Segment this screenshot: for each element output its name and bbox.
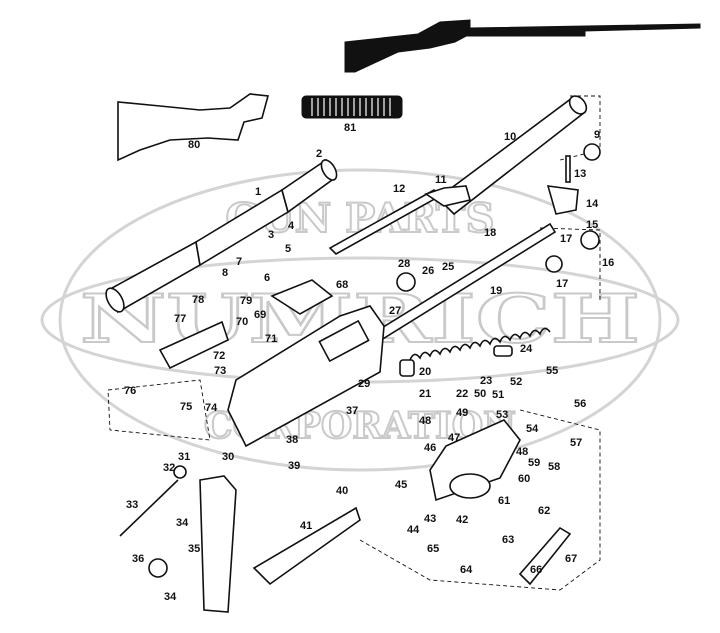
- part-label: 55: [546, 365, 558, 377]
- part-label: 36: [132, 553, 144, 565]
- part-label: 50: [474, 388, 486, 400]
- part-label: 48: [516, 446, 528, 458]
- part-label: 30: [222, 451, 234, 463]
- part-label: 79: [240, 295, 252, 307]
- part-label: 52: [510, 376, 522, 388]
- part-label: 67: [565, 553, 577, 565]
- part-label: 15: [586, 219, 598, 231]
- part-label: 63: [502, 534, 514, 546]
- part-label: 58: [548, 461, 560, 473]
- part-label: 10: [504, 131, 516, 143]
- part-label: 11: [435, 174, 447, 186]
- part-label: 17: [556, 278, 568, 290]
- part-label: 3: [268, 229, 274, 241]
- part-label: 74: [205, 402, 218, 414]
- small-parts: [119, 143, 601, 578]
- part-label: 19: [490, 285, 502, 297]
- part-label: 61: [498, 495, 510, 507]
- part-label: 26: [422, 265, 434, 277]
- trigger-group: [252, 419, 572, 586]
- part-label: 73: [214, 365, 226, 377]
- part-labels: 1 2 3 4 5 6 7 8 9 10 11 12 13 14 15 16 1…: [124, 122, 614, 603]
- part-label: 1: [255, 186, 261, 198]
- part-label: 20: [419, 366, 431, 378]
- part-label: 62: [538, 505, 550, 517]
- part-label: 56: [574, 398, 586, 410]
- part-label: 37: [346, 405, 358, 417]
- part-label: 12: [393, 183, 405, 195]
- receiver: [158, 279, 385, 448]
- part-label: 64: [460, 564, 473, 576]
- part-label: 6: [264, 272, 270, 284]
- part-label: 31: [178, 451, 190, 463]
- part-label: 47: [448, 432, 460, 444]
- part-label: 8: [222, 267, 228, 279]
- part-label: 5: [285, 243, 291, 255]
- part-label: 59: [528, 457, 540, 469]
- part-label: 7: [236, 256, 242, 268]
- part-label: 40: [336, 485, 348, 497]
- part-label: 49: [456, 407, 468, 419]
- part-label: 34: [164, 591, 177, 603]
- part-label: 17: [560, 233, 572, 245]
- part-label: 71: [265, 333, 277, 345]
- part-label: 41: [300, 520, 312, 532]
- forearm-part: [301, 95, 403, 119]
- part-label: 57: [570, 437, 582, 449]
- part-label: 38: [286, 434, 298, 446]
- part-label: 75: [180, 401, 192, 413]
- part-label: 70: [236, 316, 248, 328]
- part-label: 25: [442, 261, 454, 273]
- part-label: 81: [344, 122, 356, 134]
- buttplate: [199, 475, 237, 613]
- part-label: 39: [288, 460, 300, 472]
- part-label: 78: [192, 294, 204, 306]
- barrel-tube: [328, 95, 588, 255]
- part-label: 65: [427, 543, 439, 555]
- part-label: 18: [484, 227, 496, 239]
- shotgun-silhouette: [344, 19, 701, 73]
- part-label: 32: [163, 462, 175, 474]
- part-label: 68: [336, 279, 348, 291]
- part-label: 77: [174, 313, 186, 325]
- part-label: 76: [124, 385, 136, 397]
- part-label: 22: [456, 388, 468, 400]
- part-label: 29: [358, 378, 370, 390]
- part-label: 80: [188, 139, 200, 151]
- part-label: 2: [316, 148, 322, 160]
- part-label: 72: [213, 350, 225, 362]
- part-label: 48: [419, 415, 431, 427]
- part-label: 34: [176, 517, 189, 529]
- part-label: 45: [395, 479, 407, 491]
- part-label: 42: [456, 514, 468, 526]
- part-label: 44: [407, 524, 420, 536]
- part-label: 43: [424, 513, 436, 525]
- part-label: 46: [424, 442, 436, 454]
- part-label: 14: [586, 198, 599, 210]
- part-label: 27: [389, 305, 401, 317]
- stock-part: [117, 93, 270, 162]
- part-label: 9: [594, 129, 600, 141]
- part-label: 13: [574, 168, 586, 180]
- part-label: 66: [530, 564, 542, 576]
- magazine-tube: [105, 158, 338, 314]
- part-label: 69: [254, 309, 266, 321]
- part-label: 4: [288, 220, 295, 232]
- part-label: 51: [492, 389, 504, 401]
- part-label: 24: [520, 343, 533, 355]
- part-label: 16: [602, 257, 614, 269]
- part-label: 60: [518, 473, 530, 485]
- part-label: 23: [480, 375, 492, 387]
- part-label: 35: [188, 543, 200, 555]
- part-label: 53: [496, 409, 508, 421]
- part-label: 28: [398, 258, 410, 270]
- part-label: 21: [419, 388, 431, 400]
- guide-lines: [107, 95, 601, 591]
- part-label: 33: [126, 499, 138, 511]
- part-label: 54: [526, 423, 539, 435]
